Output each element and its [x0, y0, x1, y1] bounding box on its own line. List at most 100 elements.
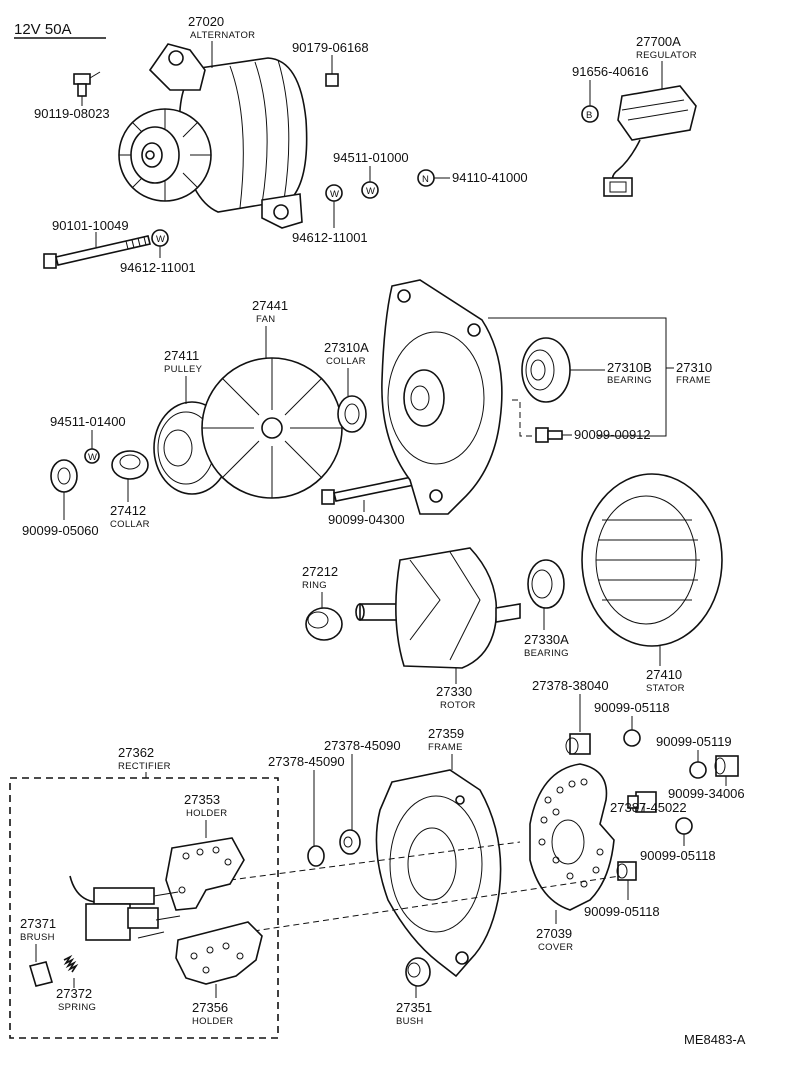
regulator-drawing: [603, 85, 697, 197]
nut-90099-05060-drawing: [50, 459, 78, 493]
spring-drawing: [63, 954, 79, 973]
nut-mark: N: [422, 174, 429, 185]
drive-frame-drawing: [381, 279, 503, 515]
screw-90099-00912-drawing: [535, 427, 563, 443]
alternator-name: ALTERNATOR: [190, 30, 255, 41]
bolt-91656-drawing: [581, 105, 599, 123]
bush-number: 27351: [396, 1000, 432, 1015]
rectifier-end-frame-drawing: [375, 769, 502, 978]
bolt-90099-04300-drawing: [321, 476, 415, 505]
label-94612-11001-left: 94612-11001: [120, 260, 196, 275]
bearing-b-number: 27310B: [607, 360, 652, 375]
collar-a-name: COLLAR: [326, 356, 366, 367]
cover-drawing: [529, 763, 615, 911]
label-90101-10049: 90101-10049: [52, 218, 129, 233]
spec-label: 12V 50A: [14, 21, 72, 38]
holder-b-number: 27356: [192, 1000, 228, 1015]
pulley-name: PULLEY: [164, 364, 203, 375]
nut-90099-05118-mid-drawing: [675, 817, 693, 835]
drawing-code: ME8483-A: [684, 1032, 746, 1047]
frame-bracket: [488, 317, 667, 437]
insulator-90099-05118-bottom-drawing: [616, 861, 637, 881]
fan-name: FAN: [256, 314, 275, 325]
frame-drive-name: FRAME: [676, 375, 711, 386]
washer-mark: W: [366, 186, 375, 197]
stator-name: STATOR: [646, 683, 685, 694]
washer-mark: W: [330, 189, 339, 200]
holder-27356-drawing: [175, 921, 263, 985]
washer-27378-45090-lower-drawing: [307, 845, 325, 867]
nut-90099-05118-top-drawing: [623, 729, 641, 747]
bush-name: BUSH: [396, 1016, 424, 1027]
bolt-90101-10049-drawing: [43, 235, 151, 269]
bearing-27330a-drawing: [527, 559, 565, 609]
brush-name: BRUSH: [20, 932, 55, 943]
alternator-drawing: [118, 43, 308, 229]
bearing-a-number: 27330A: [524, 632, 569, 647]
insulator-90099-34006-drawing: [714, 755, 739, 777]
label-90099-05060: 90099-05060: [22, 523, 99, 538]
pulley-number: 27411: [164, 348, 199, 363]
label-90119-08023: 90119-08023: [34, 106, 110, 121]
rectifier-number: 27362: [118, 745, 154, 760]
stator-drawing: [581, 473, 723, 647]
label-27378-38040: 27378-38040: [532, 678, 609, 693]
bearing-b-name: BEARING: [607, 375, 652, 386]
label-27378-45090-upper: 27378-45090: [324, 738, 401, 753]
label-94511-01400: 94511-01400: [50, 414, 126, 429]
label-27378-45090-lower: 27378-45090: [268, 754, 345, 769]
assembly-line-upper: [229, 841, 521, 881]
fan-number: 27441: [252, 298, 288, 313]
label-90099-05118-top: 90099-05118: [594, 700, 670, 715]
ring-drawing: [305, 607, 343, 641]
holder-27353-drawing: [165, 837, 245, 911]
cover-name: COVER: [538, 942, 573, 953]
bearing-a-name: BEARING: [524, 648, 569, 659]
holder-a-name: HOLDER: [186, 808, 227, 819]
rotor-drawing: [355, 547, 521, 669]
brush-holder-assembly-drawing: [69, 875, 181, 941]
alternator-number: 27020: [188, 14, 224, 29]
bush-drawing: [405, 957, 431, 987]
collar-27412-drawing: [111, 450, 149, 480]
frame-drive-number: 27310: [676, 360, 712, 375]
regulator-number: 27700A: [636, 34, 681, 49]
regulator-name: REGULATOR: [636, 50, 697, 61]
collar-number: 27412: [110, 503, 146, 518]
bolt-mark: B: [586, 110, 593, 121]
frame-rect-name: FRAME: [428, 742, 463, 753]
frame-rect-number: 27359: [428, 726, 464, 741]
label-90099-05118-bottom: 90099-05118: [584, 904, 660, 919]
screw-dash: [512, 399, 534, 437]
rotor-number: 27330: [436, 684, 472, 699]
collar-name: COLLAR: [110, 519, 150, 530]
label-94511-01000: 94511-01000: [333, 150, 409, 165]
ring-name: RING: [302, 580, 327, 591]
cover-number: 27039: [536, 926, 572, 941]
label-90099-00912: 90099-00912: [574, 427, 651, 442]
spring-name: SPRING: [58, 1002, 96, 1013]
brush-drawing: [28, 961, 54, 987]
washer-27378-45090-upper-drawing: [339, 829, 361, 855]
label-90179-06168: 90179-06168: [292, 40, 369, 55]
ring-number: 27212: [302, 564, 338, 579]
rotor-name: ROTOR: [440, 700, 476, 711]
label-27387-45022: 27387-45022: [610, 800, 687, 815]
rectifier-group-box: [9, 777, 279, 1039]
washer-mark: W: [88, 452, 97, 463]
nut-90179-06168-drawing: [325, 73, 339, 87]
label-91656-40616: 91656-40616: [572, 64, 649, 79]
collar-a-number: 27310A: [324, 340, 369, 355]
insulator-27378-38040-drawing: [565, 733, 591, 755]
holder-b-name: HOLDER: [192, 1016, 233, 1027]
label-90099-05119: 90099-05119: [656, 734, 732, 749]
bearing-27310b-drawing: [521, 337, 571, 403]
fan-drawing: [201, 357, 343, 499]
holder-a-number: 27353: [184, 792, 220, 807]
washer-mark: W: [156, 234, 165, 245]
spring-number: 27372: [56, 986, 92, 1001]
rectifier-name: RECTIFIER: [118, 761, 171, 772]
bolt-90119-08023-drawing: [73, 71, 101, 97]
